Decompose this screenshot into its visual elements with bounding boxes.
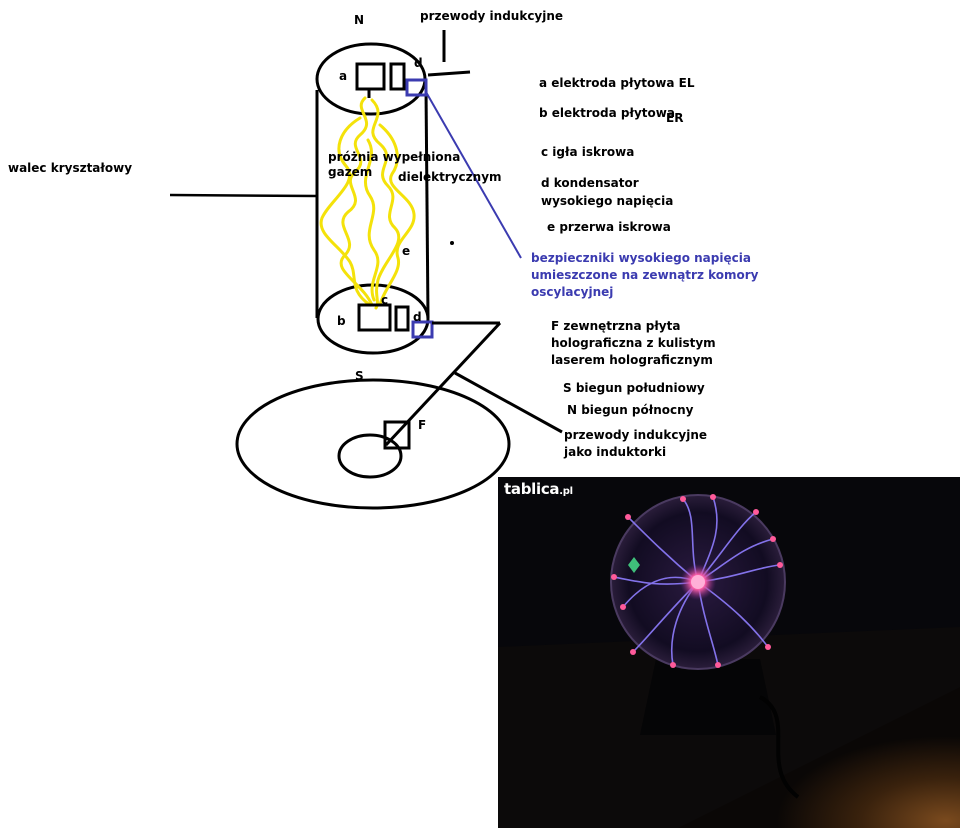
pole-s-label: S: [355, 369, 364, 383]
legend-fuses-line2: umieszczone na zewnątrz komory: [531, 268, 759, 282]
marker-d-top: d: [414, 56, 423, 70]
legend-f-line1: F zewnętrzna płyta: [551, 319, 680, 333]
holographic-plate-inner: [339, 435, 401, 477]
marker-c: c: [381, 293, 388, 307]
legend-f-line2: holograficzna z kulistym: [551, 336, 716, 350]
vacuum-label-line1: próżnia wypełniona: [328, 150, 460, 164]
marker-b: b: [337, 314, 346, 328]
legend-b-sub: ER: [666, 111, 683, 125]
induction-wire-pointer: [455, 373, 562, 432]
legend-n: N biegun północny: [567, 403, 694, 417]
marker-f: F: [418, 418, 426, 432]
legend-d-line2: wysokiego napięcia: [541, 194, 673, 208]
wires-top-label: przewody indukcyjne: [420, 9, 563, 23]
legend-s: S biegun południowy: [563, 381, 705, 395]
legend-d-line1: d kondensator: [541, 176, 639, 190]
legend-e: e przerwa iskrowa: [547, 220, 671, 234]
crystal-cylinder-pointer: [170, 195, 317, 196]
plasma-ball-illustration: [498, 477, 960, 828]
legend-wires-line2: jako induktorki: [563, 445, 666, 459]
legend-wires-line1: przewody indukcyjne: [564, 428, 707, 442]
pole-n-label: N: [354, 13, 364, 27]
top-wire-horizontal: [428, 72, 470, 75]
plasma-ball-photo: tablica.pl: [498, 477, 960, 828]
capacitor-d-bottom: [396, 307, 408, 330]
crystal-cylinder-label: walec kryształowy: [8, 161, 132, 175]
capacitor-d-top: [391, 64, 404, 89]
marker-e: e: [402, 244, 410, 258]
vacuum-label-line2: gazem: [328, 165, 372, 179]
spark-discharge: [321, 98, 414, 308]
electrode-b-bottom: [359, 305, 390, 330]
marker-d-bottom: d: [413, 310, 422, 324]
marker-a: a: [339, 69, 347, 83]
legend-fuses-line1: bezpieczniki wysokiego napięcia: [531, 251, 751, 265]
holographic-plate-outer: [237, 380, 509, 508]
tablica-watermark: tablica.pl: [504, 480, 573, 498]
legend-fuses-line3: oscylacyjnej: [531, 285, 613, 299]
electrode-a-top: [357, 64, 384, 89]
legend-a: a elektroda płytowa EL: [539, 76, 695, 90]
dot-mark: [450, 241, 454, 245]
legend-f-line3: laserem holograficznym: [551, 353, 713, 367]
lamp-base: [640, 659, 776, 735]
bottom-wire-diagonal: [386, 323, 500, 445]
cylinder-right-wall: [426, 88, 428, 318]
legend-b: b elektroda płytowa: [539, 106, 675, 120]
legend-c: c igła iskrowa: [541, 145, 634, 159]
dielectric-label: dielektrycznym: [398, 170, 502, 184]
